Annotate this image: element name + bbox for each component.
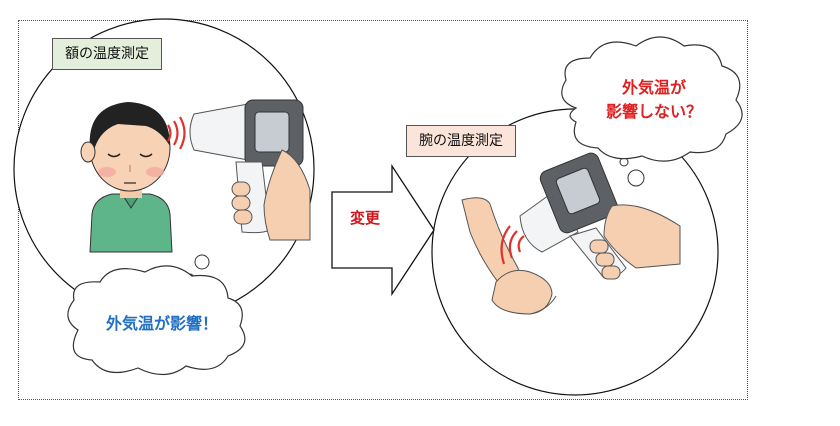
label-arm-measurement: 腕の温度測定 — [406, 125, 516, 157]
arrow-label: 変更 — [350, 209, 381, 227]
arm-illustration — [461, 197, 557, 315]
label-forehead-measurement: 額の温度測定 — [52, 38, 162, 70]
person-illustration — [80, 102, 173, 253]
bubble-right-line2: 影響しない？ — [605, 102, 702, 121]
bubble-left-text: 外気温が影響！ — [106, 314, 219, 333]
thermometer-right — [519, 152, 681, 280]
bubble-right-line1: 外気温が — [621, 78, 686, 97]
thought-bubble-left — [67, 254, 246, 376]
thought-bubble-right — [561, 36, 743, 187]
thermometer-left — [189, 99, 311, 241]
bubble-right-text: 外気温が 影響しない？ — [604, 76, 704, 124]
change-arrow — [331, 163, 435, 297]
signal-waves-right — [500, 225, 525, 265]
signal-waves-left — [167, 116, 186, 150]
diagram-frame — [18, 20, 748, 400]
